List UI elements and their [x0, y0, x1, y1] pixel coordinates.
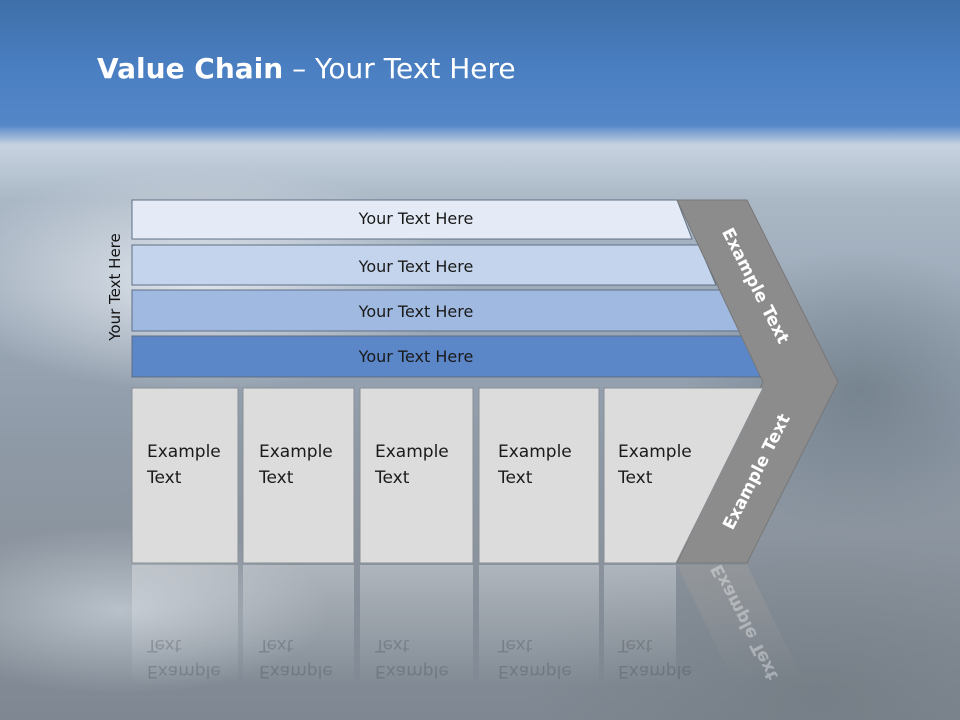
row-label-4: Your Text Here [358, 347, 474, 366]
box-text-5: Example Text [618, 439, 692, 491]
box-reflection-text-3-line1: Example [375, 661, 449, 681]
box-text-5-line2: Text [618, 468, 653, 488]
box-text-2-line2: Text [259, 468, 294, 488]
box-reflection-text-4-line2: Text [498, 635, 533, 655]
box-reflection-text-2-line1: Example [259, 661, 333, 681]
box-reflection-text-5-line1: Example [618, 661, 692, 681]
box-text-2-line1: Example [259, 442, 333, 462]
box-reflection-text-1: Example Text [147, 632, 221, 684]
row-label-2: Your Text Here [358, 257, 474, 276]
box-reflection-text-3-line2: Text [375, 635, 410, 655]
box-reflection-5 [604, 565, 676, 685]
box-text-3-line2: Text [375, 468, 410, 488]
box-reflection-4 [479, 565, 599, 685]
box-reflection-text-4-line1: Example [498, 661, 572, 681]
activity-box-4 [478, 387, 600, 564]
row-label-1: Your Text Here [358, 209, 474, 228]
box-reflection-1 [132, 565, 238, 685]
box-text-4: Example Text [498, 439, 572, 491]
box-reflection-text-1-line1: Example [147, 661, 221, 681]
row-label-3: Your Text Here [358, 302, 474, 321]
title-rest: Your Text Here [315, 52, 516, 85]
box-reflection-text-3: Example Text [375, 632, 449, 684]
activity-box-2 [242, 387, 355, 564]
box-reflection-text-1-line2: Text [147, 635, 182, 655]
box-text-5-line1: Example [618, 442, 692, 462]
box-text-3-line1: Example [375, 442, 449, 462]
box-reflection-text-5-line2: Text [618, 635, 653, 655]
box-reflection-3 [360, 565, 473, 685]
activity-box-3 [359, 387, 474, 564]
title-bold: Value Chain [97, 52, 284, 85]
box-text-1-line2: Text [147, 468, 182, 488]
activity-box-1 [131, 387, 239, 564]
chevron-arrow [676, 199, 839, 564]
box-text-4-line1: Example [498, 442, 572, 462]
box-text-4-line2: Text [498, 468, 533, 488]
chevron-reflection [677, 565, 803, 680]
box-reflection-2 [243, 565, 354, 685]
box-reflection-text-5: Example Text [618, 632, 692, 684]
row-bar-2 [131, 244, 717, 286]
box-reflection-text-2: Example Text [259, 632, 333, 684]
box-text-2: Example Text [259, 439, 333, 491]
activity-box-5 [603, 387, 764, 564]
box-text-1: Example Text [147, 439, 221, 491]
title-separator: – [283, 52, 316, 85]
box-text-3: Example Text [375, 439, 449, 491]
box-reflection-text-2-line2: Text [259, 635, 294, 655]
box-text-1-line1: Example [147, 442, 221, 462]
slide-title: Value Chain – Your Text Here [97, 52, 516, 85]
box-reflection-text-4: Example Text [498, 632, 572, 684]
row-bar-1 [131, 199, 693, 240]
